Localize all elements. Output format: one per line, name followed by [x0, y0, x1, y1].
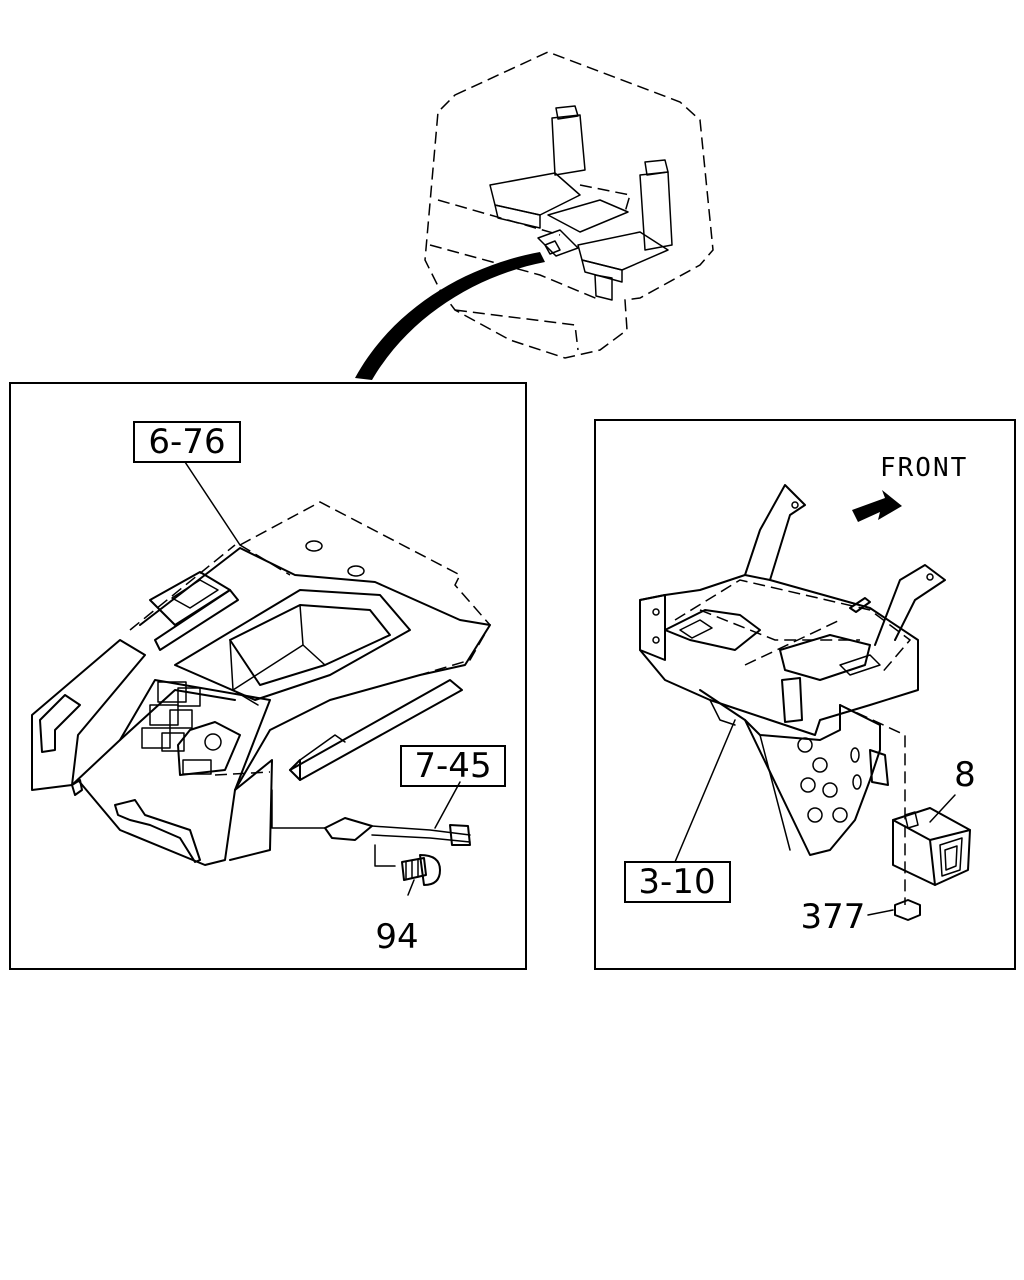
callout-6-76-label: 6-76 — [148, 422, 225, 462]
part-number-94: 94 — [375, 917, 418, 957]
callout-3-10-label: 3-10 — [638, 862, 715, 902]
part-number-8: 8 — [954, 755, 976, 795]
part-number-377: 377 — [801, 897, 866, 937]
callout-3-10: 3-10 — [624, 861, 731, 903]
left-detail-panel — [9, 382, 527, 970]
front-arrow-icon — [852, 490, 902, 522]
console-assembly — [31, 461, 491, 896]
cab-overview — [355, 51, 714, 380]
bracket-assembly — [639, 484, 971, 921]
callout-7-45: 7-45 — [400, 745, 506, 787]
callout-6-76: 6-76 — [133, 421, 241, 463]
callout-7-45-label: 7-45 — [414, 746, 491, 786]
right-detail-panel — [594, 419, 1016, 970]
front-label: FRONT — [880, 453, 968, 483]
